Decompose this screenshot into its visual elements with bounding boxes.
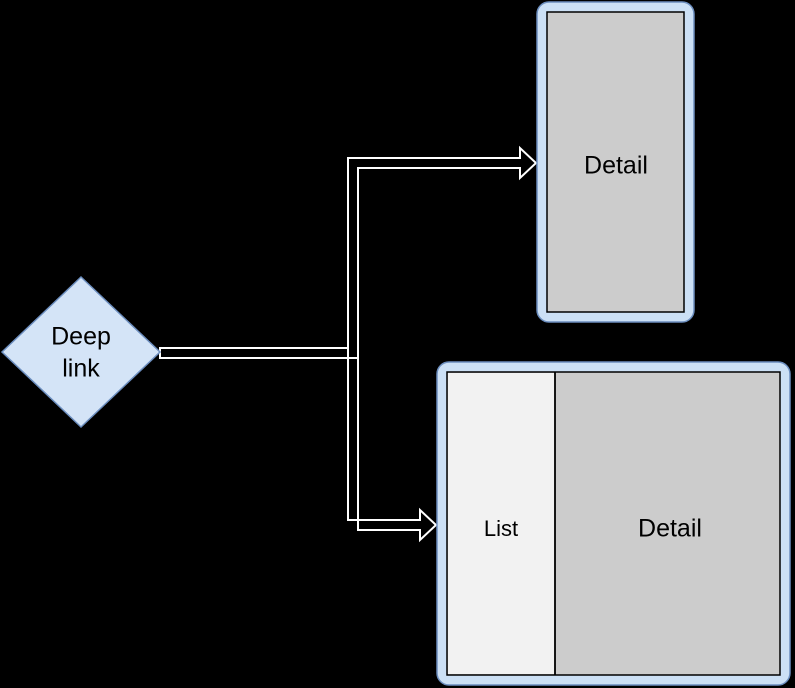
tablet-list-pane[interactable] (448, 373, 555, 674)
node-deep-link[interactable]: Deep link (0, 275, 162, 429)
deep-link-label-line2: link (62, 355, 100, 383)
phone-screen (546, 11, 685, 313)
edge-deep-link-to-tablet (159, 347, 438, 543)
edge-deep-link-to-phone (159, 145, 538, 359)
edge-tablet-outline (159, 347, 438, 543)
deep-link-diamond-shape (0, 275, 162, 429)
node-phone-device[interactable]: Detail (536, 1, 695, 323)
tablet-detail-pane-label: Detail (638, 515, 702, 543)
edge-phone-outline (159, 145, 538, 359)
deep-link-label-line1: Deep (51, 323, 111, 351)
node-tablet-device[interactable]: List Detail (436, 361, 791, 686)
phone-screen-label: Detail (584, 152, 648, 180)
tablet-list-pane-label: List (484, 516, 518, 541)
